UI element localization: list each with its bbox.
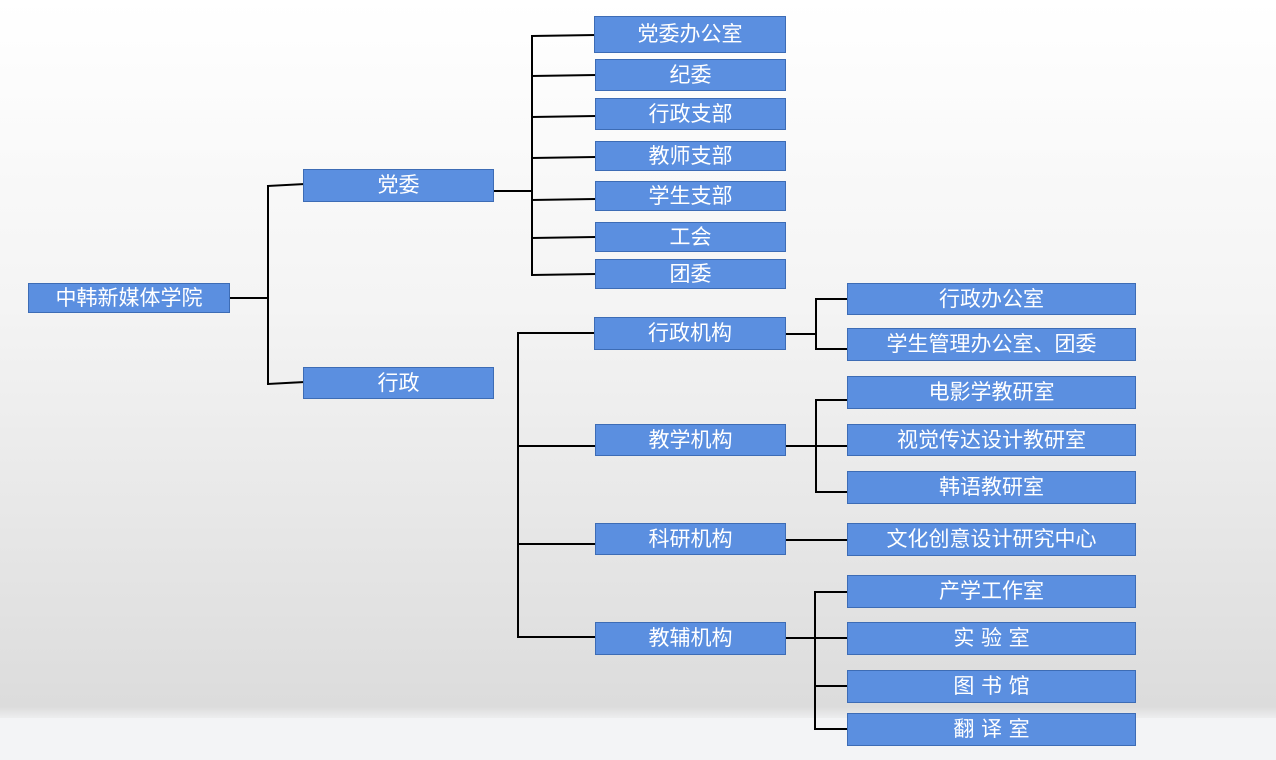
support-org-child-label: 翻 译 室	[953, 717, 1030, 741]
research-org-child-node: 文化创意设计研究中心	[847, 523, 1136, 556]
party-unit-node: 学生支部	[595, 181, 786, 211]
party-unit-label: 行政支部	[648, 101, 733, 126]
party-committee-label: 党委	[377, 173, 420, 197]
teaching-org-child-node: 电影学教研室	[847, 376, 1136, 409]
party-unit-node: 纪委	[595, 59, 786, 91]
party-unit-node: 工会	[595, 222, 786, 252]
party-committee-node: 党委	[303, 169, 494, 202]
support-org-child-node: 翻 译 室	[847, 713, 1136, 746]
party-unit-node: 团委	[595, 259, 786, 289]
administration-label: 行政	[377, 370, 420, 395]
support-org-child-node: 图 书 馆	[847, 670, 1136, 703]
research-org-label: 科研机构	[648, 526, 733, 551]
party-unit-node: 党委办公室	[594, 16, 786, 53]
teaching-org-child-label: 电影学教研室	[928, 380, 1055, 404]
admin-org-child-label: 行政办公室	[939, 286, 1044, 311]
admin-org-child-node: 学生管理办公室、团委	[847, 328, 1136, 361]
root-node: 中韩新媒体学院	[28, 283, 230, 313]
support-org-child-node: 实 验 室	[847, 622, 1136, 655]
party-unit-label: 学生支部	[648, 183, 733, 208]
admin-org-child-label: 学生管理办公室、团委	[886, 332, 1097, 356]
admin-org-node: 行政机构	[594, 317, 786, 350]
teaching-org-child-node: 韩语教研室	[847, 471, 1136, 504]
support-org-child-label: 图 书 馆	[953, 674, 1030, 698]
party-unit-label: 团委	[669, 261, 712, 286]
research-org-node: 科研机构	[595, 523, 786, 555]
support-org-child-label: 实 验 室	[953, 626, 1030, 650]
root-label: 中韩新媒体学院	[55, 285, 203, 310]
admin-org-child-node: 行政办公室	[847, 283, 1136, 315]
research-org-child-label: 文化创意设计研究中心	[886, 527, 1097, 551]
teaching-org-node: 教学机构	[595, 424, 786, 456]
support-org-child-label: 产学工作室	[939, 579, 1044, 603]
party-unit-label: 纪委	[669, 62, 712, 87]
support-org-label: 教辅机构	[648, 626, 733, 650]
party-unit-label: 工会	[669, 224, 712, 249]
party-unit-label: 教师支部	[648, 143, 733, 168]
party-unit-label: 党委办公室	[637, 22, 743, 46]
administration-node: 行政	[303, 367, 494, 399]
teaching-org-child-node: 视觉传达设计教研室	[847, 424, 1136, 456]
party-unit-node: 行政支部	[595, 98, 786, 130]
teaching-org-child-label: 视觉传达设计教研室	[897, 427, 1086, 452]
teaching-org-label: 教学机构	[648, 427, 733, 452]
support-org-child-node: 产学工作室	[847, 575, 1136, 608]
teaching-org-child-label: 韩语教研室	[939, 475, 1044, 499]
admin-org-label: 行政机构	[648, 321, 732, 345]
support-org-node: 教辅机构	[595, 622, 786, 655]
party-unit-node: 教师支部	[595, 141, 786, 171]
